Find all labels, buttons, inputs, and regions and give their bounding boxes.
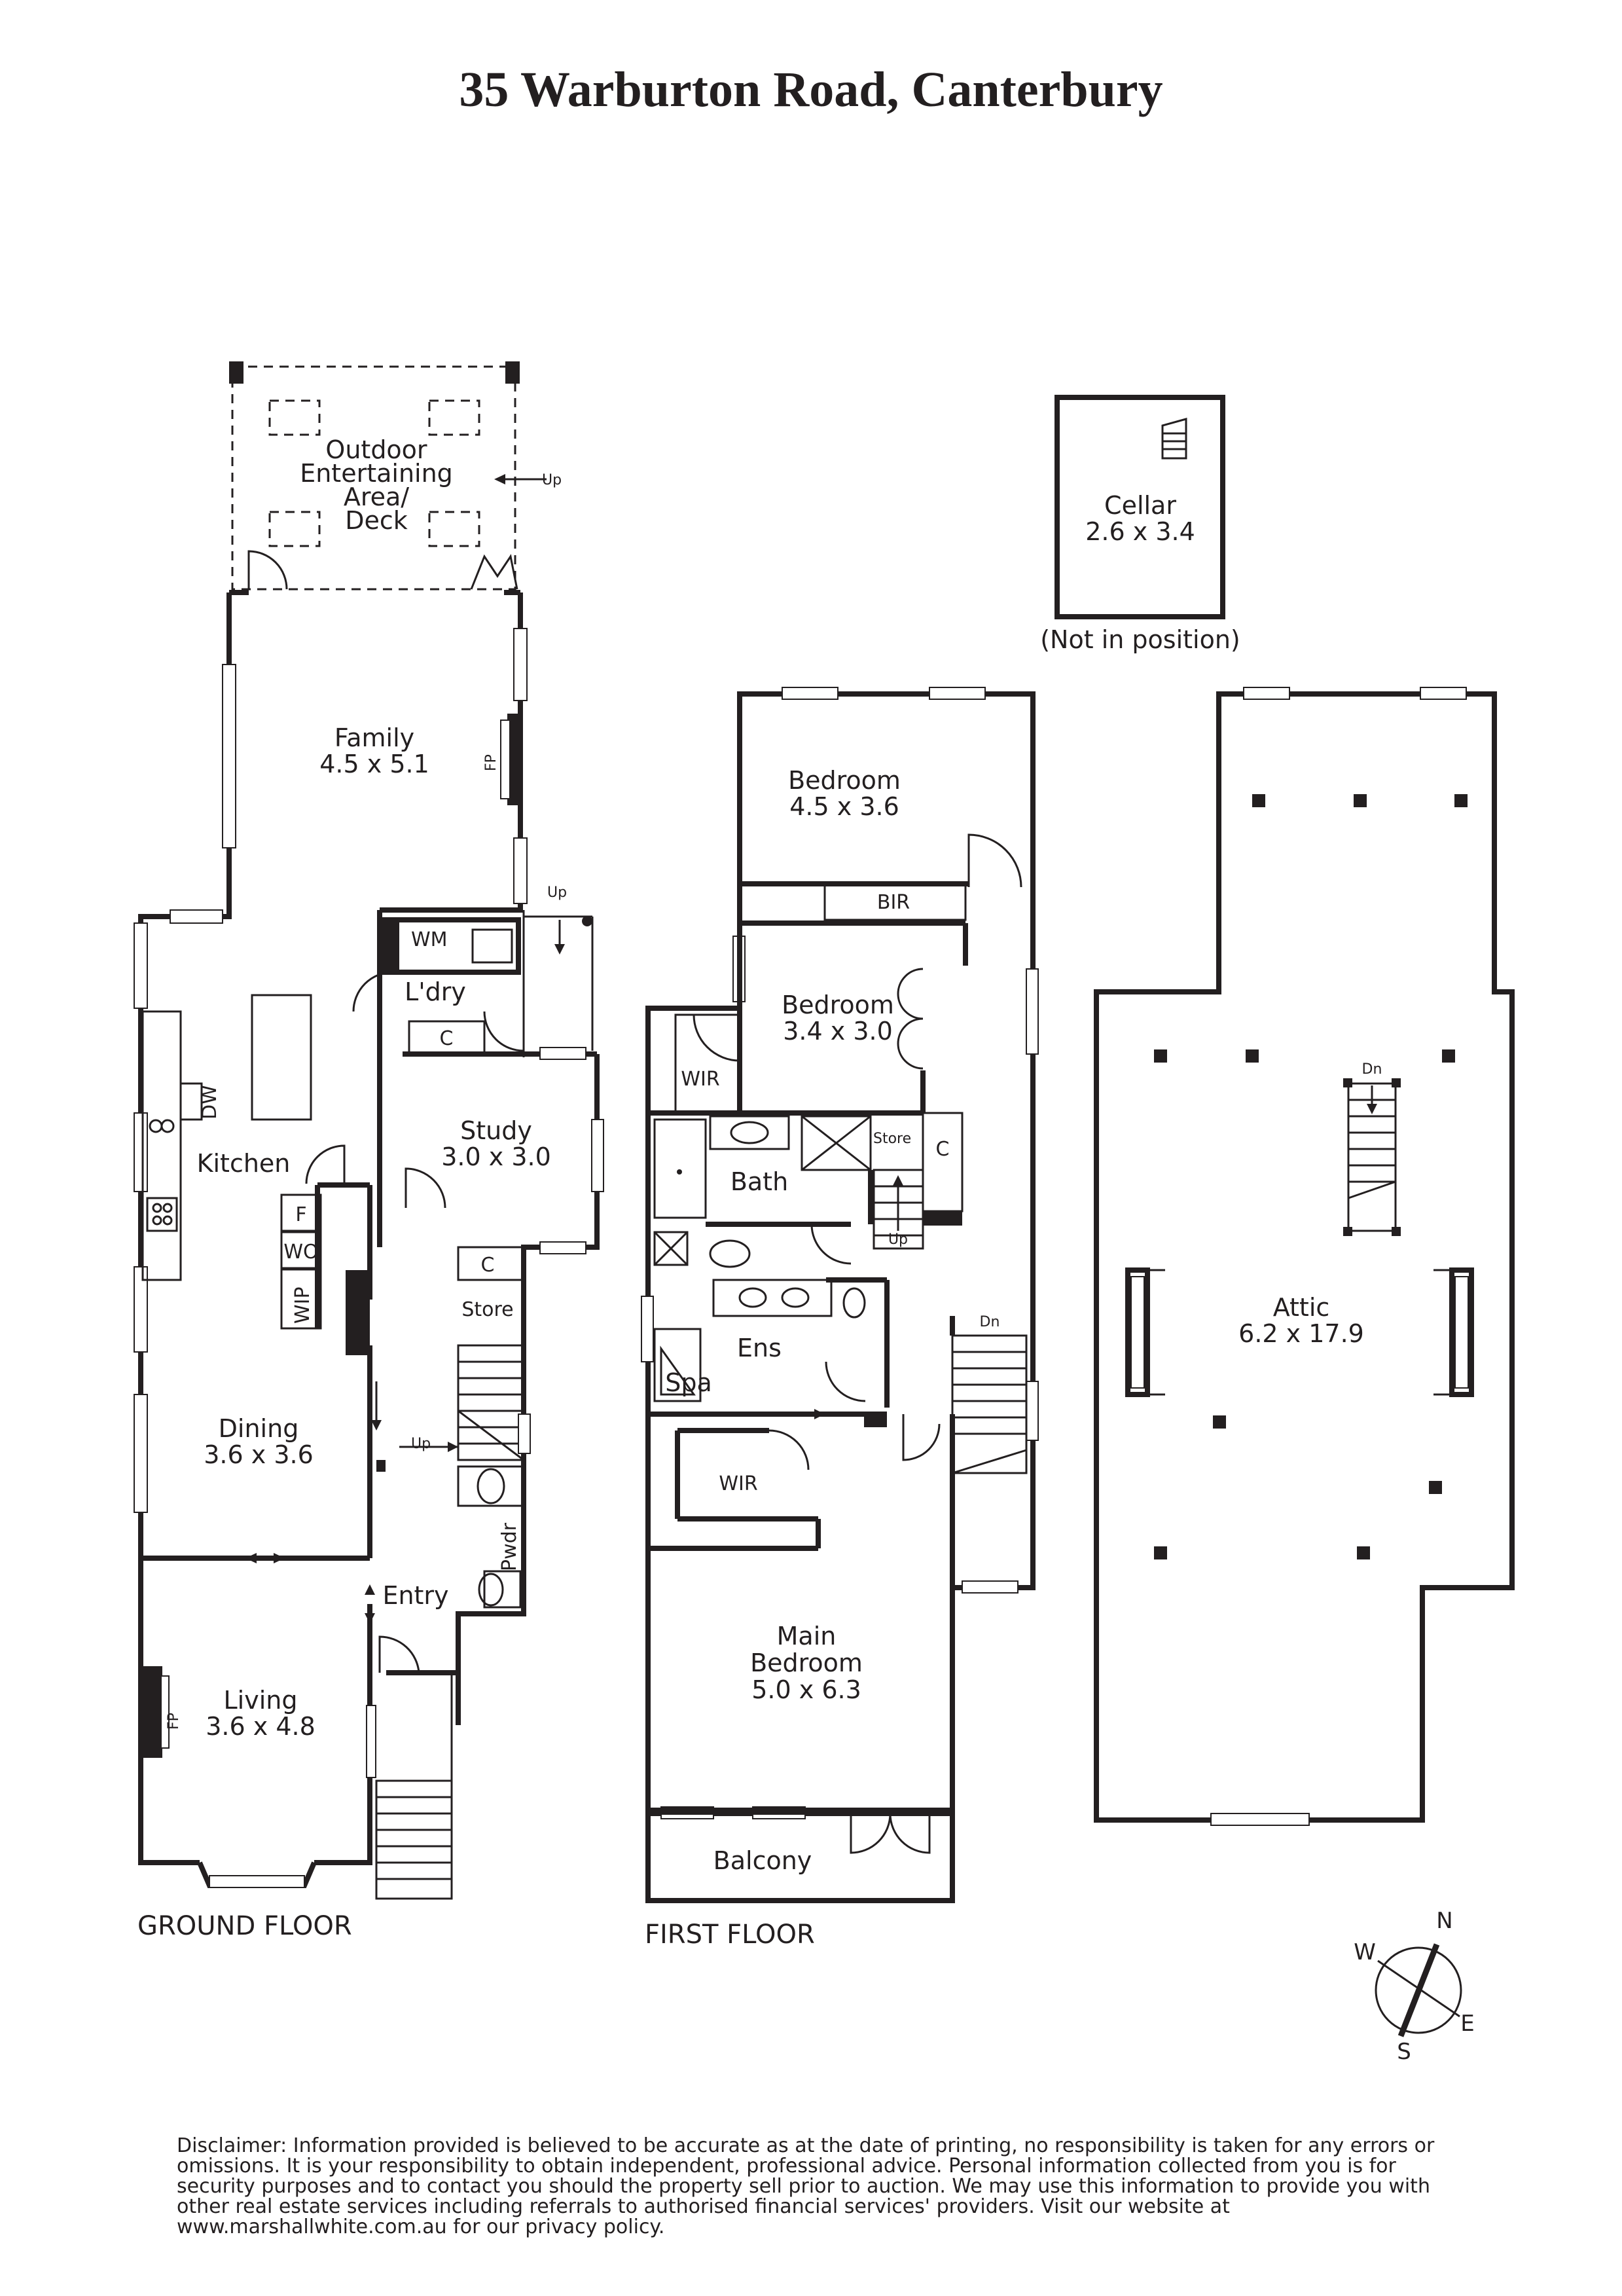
bir-label: BIR	[877, 891, 910, 914]
bedroom1-size: 4.5 x 3.6	[789, 792, 899, 821]
laundry-up-label: Up	[547, 884, 567, 901]
fridge-label: F	[295, 1203, 306, 1226]
disclaimer-text: Disclaimer: Information provided is beli…	[177, 2134, 1435, 2238]
study-cupboard-label: C	[481, 1254, 495, 1277]
laundry-cupboard-label: C	[440, 1027, 454, 1050]
outdoor-label-2: Entertaining	[300, 459, 453, 488]
dishwasher-label: DW	[198, 1085, 221, 1120]
main-bedroom-size: 5.0 x 6.3	[751, 1675, 861, 1704]
living-name: Living	[224, 1686, 298, 1715]
outdoor-label-3: Area/	[344, 483, 409, 511]
outdoor-label-1: Outdoor	[325, 435, 427, 464]
bedroom1-name: Bedroom	[788, 766, 901, 795]
spa-label: Spa	[665, 1368, 712, 1397]
first-floor-label: FIRST FLOOR	[645, 1920, 815, 1950]
main-wir-label: WIR	[719, 1472, 757, 1495]
laundry-wm-label: WM	[411, 928, 448, 951]
attic-name: Attic	[1273, 1293, 1330, 1322]
first-stair-dn-label: Dn	[980, 1314, 1000, 1330]
first-cupboard-label: C	[936, 1138, 950, 1161]
compass-w: W	[1354, 1939, 1376, 1965]
store-label: Store	[461, 1298, 513, 1321]
outdoor-label-4: Deck	[345, 506, 408, 535]
attic-dn-label: Dn	[1362, 1061, 1382, 1078]
study-size: 3.0 x 3.0	[441, 1142, 551, 1171]
main-bedroom-name-1: Main	[777, 1622, 837, 1650]
cellar-size: 2.6 x 3.4	[1085, 517, 1195, 546]
entry-name: Entry	[382, 1581, 448, 1610]
kitchen-name: Kitchen	[197, 1149, 291, 1178]
first-store-label: Store	[873, 1131, 911, 1147]
deck-up-label: Up	[542, 472, 562, 488]
family-size: 4.5 x 5.1	[319, 750, 429, 778]
cellar-note: (Not in position)	[1040, 625, 1240, 654]
cellar-plan	[1054, 395, 1225, 619]
compass-e: E	[1460, 2011, 1474, 2037]
balcony-name: Balcony	[713, 1846, 812, 1875]
compass-s: S	[1397, 2039, 1411, 2065]
bedroom2-size: 3.4 x 3.0	[783, 1017, 893, 1046]
living-size: 3.6 x 4.8	[206, 1712, 315, 1741]
cellar-name: Cellar	[1104, 491, 1176, 520]
compass	[1375, 1943, 1462, 2037]
ens-name: Ens	[737, 1334, 782, 1362]
family-fp-label: FP	[483, 754, 499, 771]
dining-size: 3.6 x 3.6	[204, 1440, 314, 1469]
main-bedroom-name-2: Bedroom	[750, 1649, 863, 1677]
page-title: 35 Warburton Road, Canterbury	[459, 62, 1162, 117]
attic-size: 6.2 x 17.9	[1238, 1319, 1364, 1348]
dining-name: Dining	[219, 1414, 299, 1443]
laundry-name: L'dry	[405, 977, 466, 1006]
ground-floor-label: GROUND FLOOR	[137, 1911, 352, 1941]
study-name: Study	[460, 1116, 532, 1145]
attic-plan	[1094, 687, 1515, 1826]
bedroom2-name: Bedroom	[782, 991, 894, 1019]
living-fp-label: FP	[166, 1713, 182, 1730]
first-floor-walls	[645, 691, 1036, 1816]
small-wir-label: WIR	[681, 1068, 719, 1091]
ground-floor-walls	[138, 592, 600, 1865]
ground-stair-up-label: Up	[411, 1436, 431, 1452]
wall-oven-label: WO	[283, 1241, 318, 1264]
first-floor-plan: Store	[641, 687, 1039, 1903]
ground-floor-plan: FP	[134, 361, 604, 1900]
first-stair-up-label: Up	[888, 1231, 908, 1248]
outdoor-deck-outline	[231, 365, 516, 591]
wip-label: WIP	[291, 1286, 314, 1324]
compass-n: N	[1436, 1908, 1452, 1934]
bath-name: Bath	[730, 1167, 788, 1196]
pwdr-label: Pwdr	[498, 1522, 521, 1571]
family-name: Family	[334, 723, 414, 752]
